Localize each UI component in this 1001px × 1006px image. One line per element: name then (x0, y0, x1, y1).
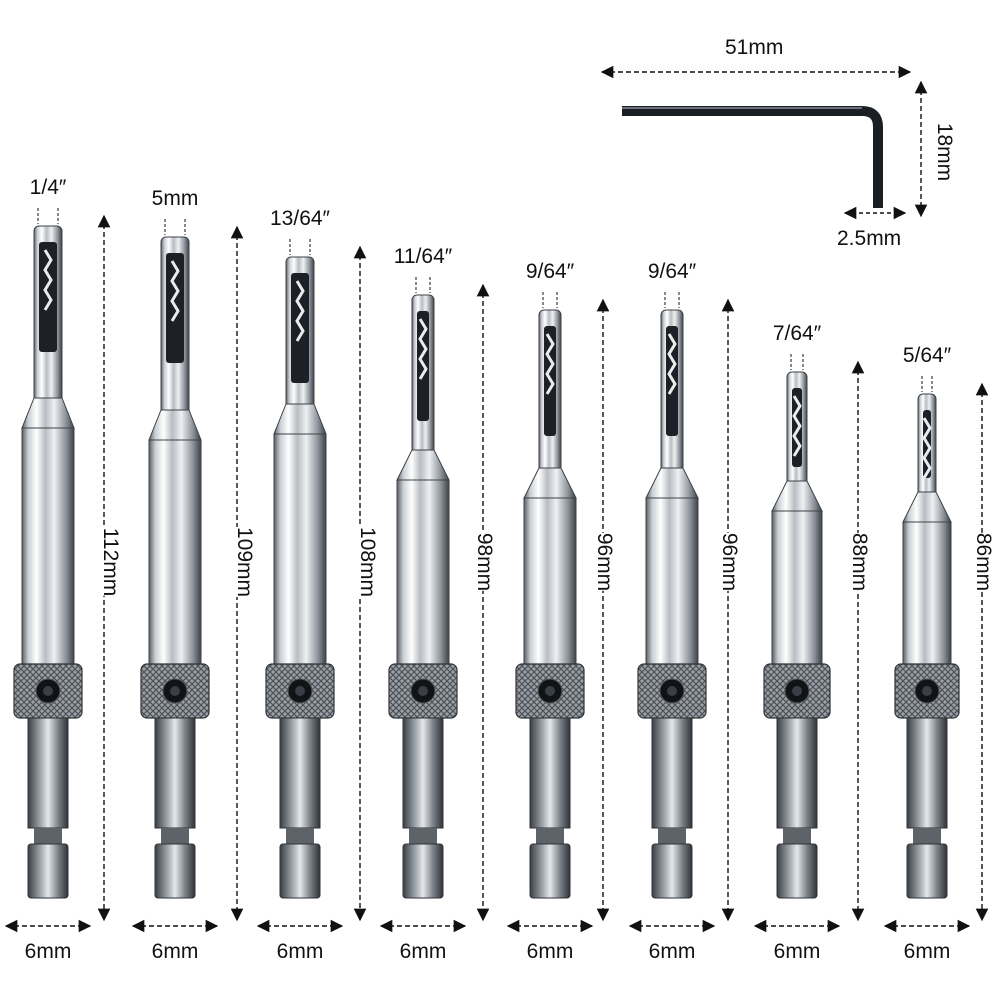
tip-size-label: 5/64″ (902, 344, 952, 367)
shank-groove (658, 828, 686, 844)
shank-groove (34, 828, 62, 844)
length-label: 86mm (971, 532, 996, 592)
bit-taper (21, 397, 75, 429)
shank-groove (913, 828, 941, 844)
bits-layer (13, 225, 960, 899)
tip-size-label: 9/64″ (647, 260, 697, 283)
twist-drill (170, 260, 180, 322)
twist-drill (792, 395, 802, 457)
bit-taper (148, 409, 202, 441)
drill-bit-5 (515, 309, 585, 899)
hex-shank (776, 717, 818, 829)
twist-drill (545, 333, 555, 395)
bit-body (21, 427, 75, 665)
twist-drill (43, 249, 53, 311)
tip-size-label: 9/64″ (525, 260, 575, 283)
shank-groove (536, 828, 564, 844)
length-label: 96mm (717, 532, 742, 592)
set-screw-hex (170, 686, 180, 696)
bit-body (902, 521, 952, 665)
bit-taper (771, 480, 823, 512)
bit-body (771, 510, 823, 665)
bit-body (273, 433, 327, 665)
twist-drill (922, 417, 932, 479)
hex-shank (279, 717, 321, 829)
hex-shank (529, 717, 571, 829)
tip-size-label: 1/4″ (29, 176, 67, 199)
shank-size-label: 6mm (24, 940, 72, 963)
set-screw-hex (43, 686, 53, 696)
twist-drill (667, 333, 677, 395)
tip-size-label: 11/64″ (393, 245, 453, 268)
set-screw-hex (792, 686, 802, 696)
hex-tip (651, 843, 693, 899)
hex-shank (27, 717, 69, 829)
set-screw-hex (418, 686, 428, 696)
shank-size-label: 6mm (151, 940, 199, 963)
shank-size-label: 6mm (903, 940, 951, 963)
length-label: 88mm (847, 532, 872, 592)
hex-shank (651, 717, 693, 829)
set-screw-hex (667, 686, 677, 696)
set-screw-hex (922, 686, 932, 696)
hex-key-icon (622, 106, 883, 208)
set-screw-hex (545, 686, 555, 696)
bit-body (148, 439, 202, 665)
bit-taper (273, 403, 327, 435)
tip-size-label: 7/64″ (772, 322, 822, 345)
bit-body (396, 479, 450, 665)
hex-shank (906, 717, 948, 829)
set-screw-hex (295, 686, 305, 696)
length-label: 96mm (592, 532, 617, 592)
length-label: 98mm (472, 532, 497, 592)
length-label: 112mm (98, 527, 123, 597)
length-label: 108mm (355, 526, 380, 598)
bit-taper (645, 467, 699, 499)
bit-body (645, 497, 699, 665)
hex-tip (529, 843, 571, 899)
drill-bit-6 (637, 309, 707, 899)
shank-size-label: 6mm (276, 940, 324, 963)
hex-tip (402, 843, 444, 899)
hex-tip (27, 843, 69, 899)
hex-shank (154, 717, 196, 829)
hex-tip (279, 843, 321, 899)
tip-size-label: 13/64″ (270, 207, 330, 230)
shank-size-label: 6mm (773, 940, 821, 963)
hex-key-layer (600, 65, 928, 220)
hex-tip (776, 843, 818, 899)
drill-bit-7 (763, 371, 831, 899)
shank-size-label: 6mm (648, 940, 696, 963)
twist-drill (418, 318, 428, 380)
hex-key-height-label: 18mm (933, 122, 957, 182)
bit-taper (902, 491, 952, 523)
drill-bit-1 (13, 225, 83, 899)
drill-bit-4 (388, 294, 458, 899)
drill-bit-2 (140, 236, 210, 899)
shank-size-label: 6mm (526, 940, 574, 963)
shank-size-label: 6mm (399, 940, 447, 963)
shank-groove (286, 828, 314, 844)
shank-groove (783, 828, 811, 844)
length-label: 109mm (232, 526, 257, 598)
bit-taper (396, 449, 450, 481)
hex-key-size-label: 2.5mm (837, 227, 902, 250)
hex-tip (906, 843, 948, 899)
hex-shank (402, 717, 444, 829)
dimension-layer (4, 208, 989, 933)
bit-taper (523, 467, 577, 499)
twist-drill (295, 280, 305, 342)
shank-groove (409, 828, 437, 844)
shank-groove (161, 828, 189, 844)
drill-bit-3 (265, 256, 335, 899)
drill-bit-8 (894, 393, 960, 899)
tip-size-label: 5mm (151, 187, 199, 210)
hex-tip (154, 843, 196, 899)
hex-key-length-label: 51mm (725, 36, 784, 59)
bit-body (523, 497, 577, 665)
